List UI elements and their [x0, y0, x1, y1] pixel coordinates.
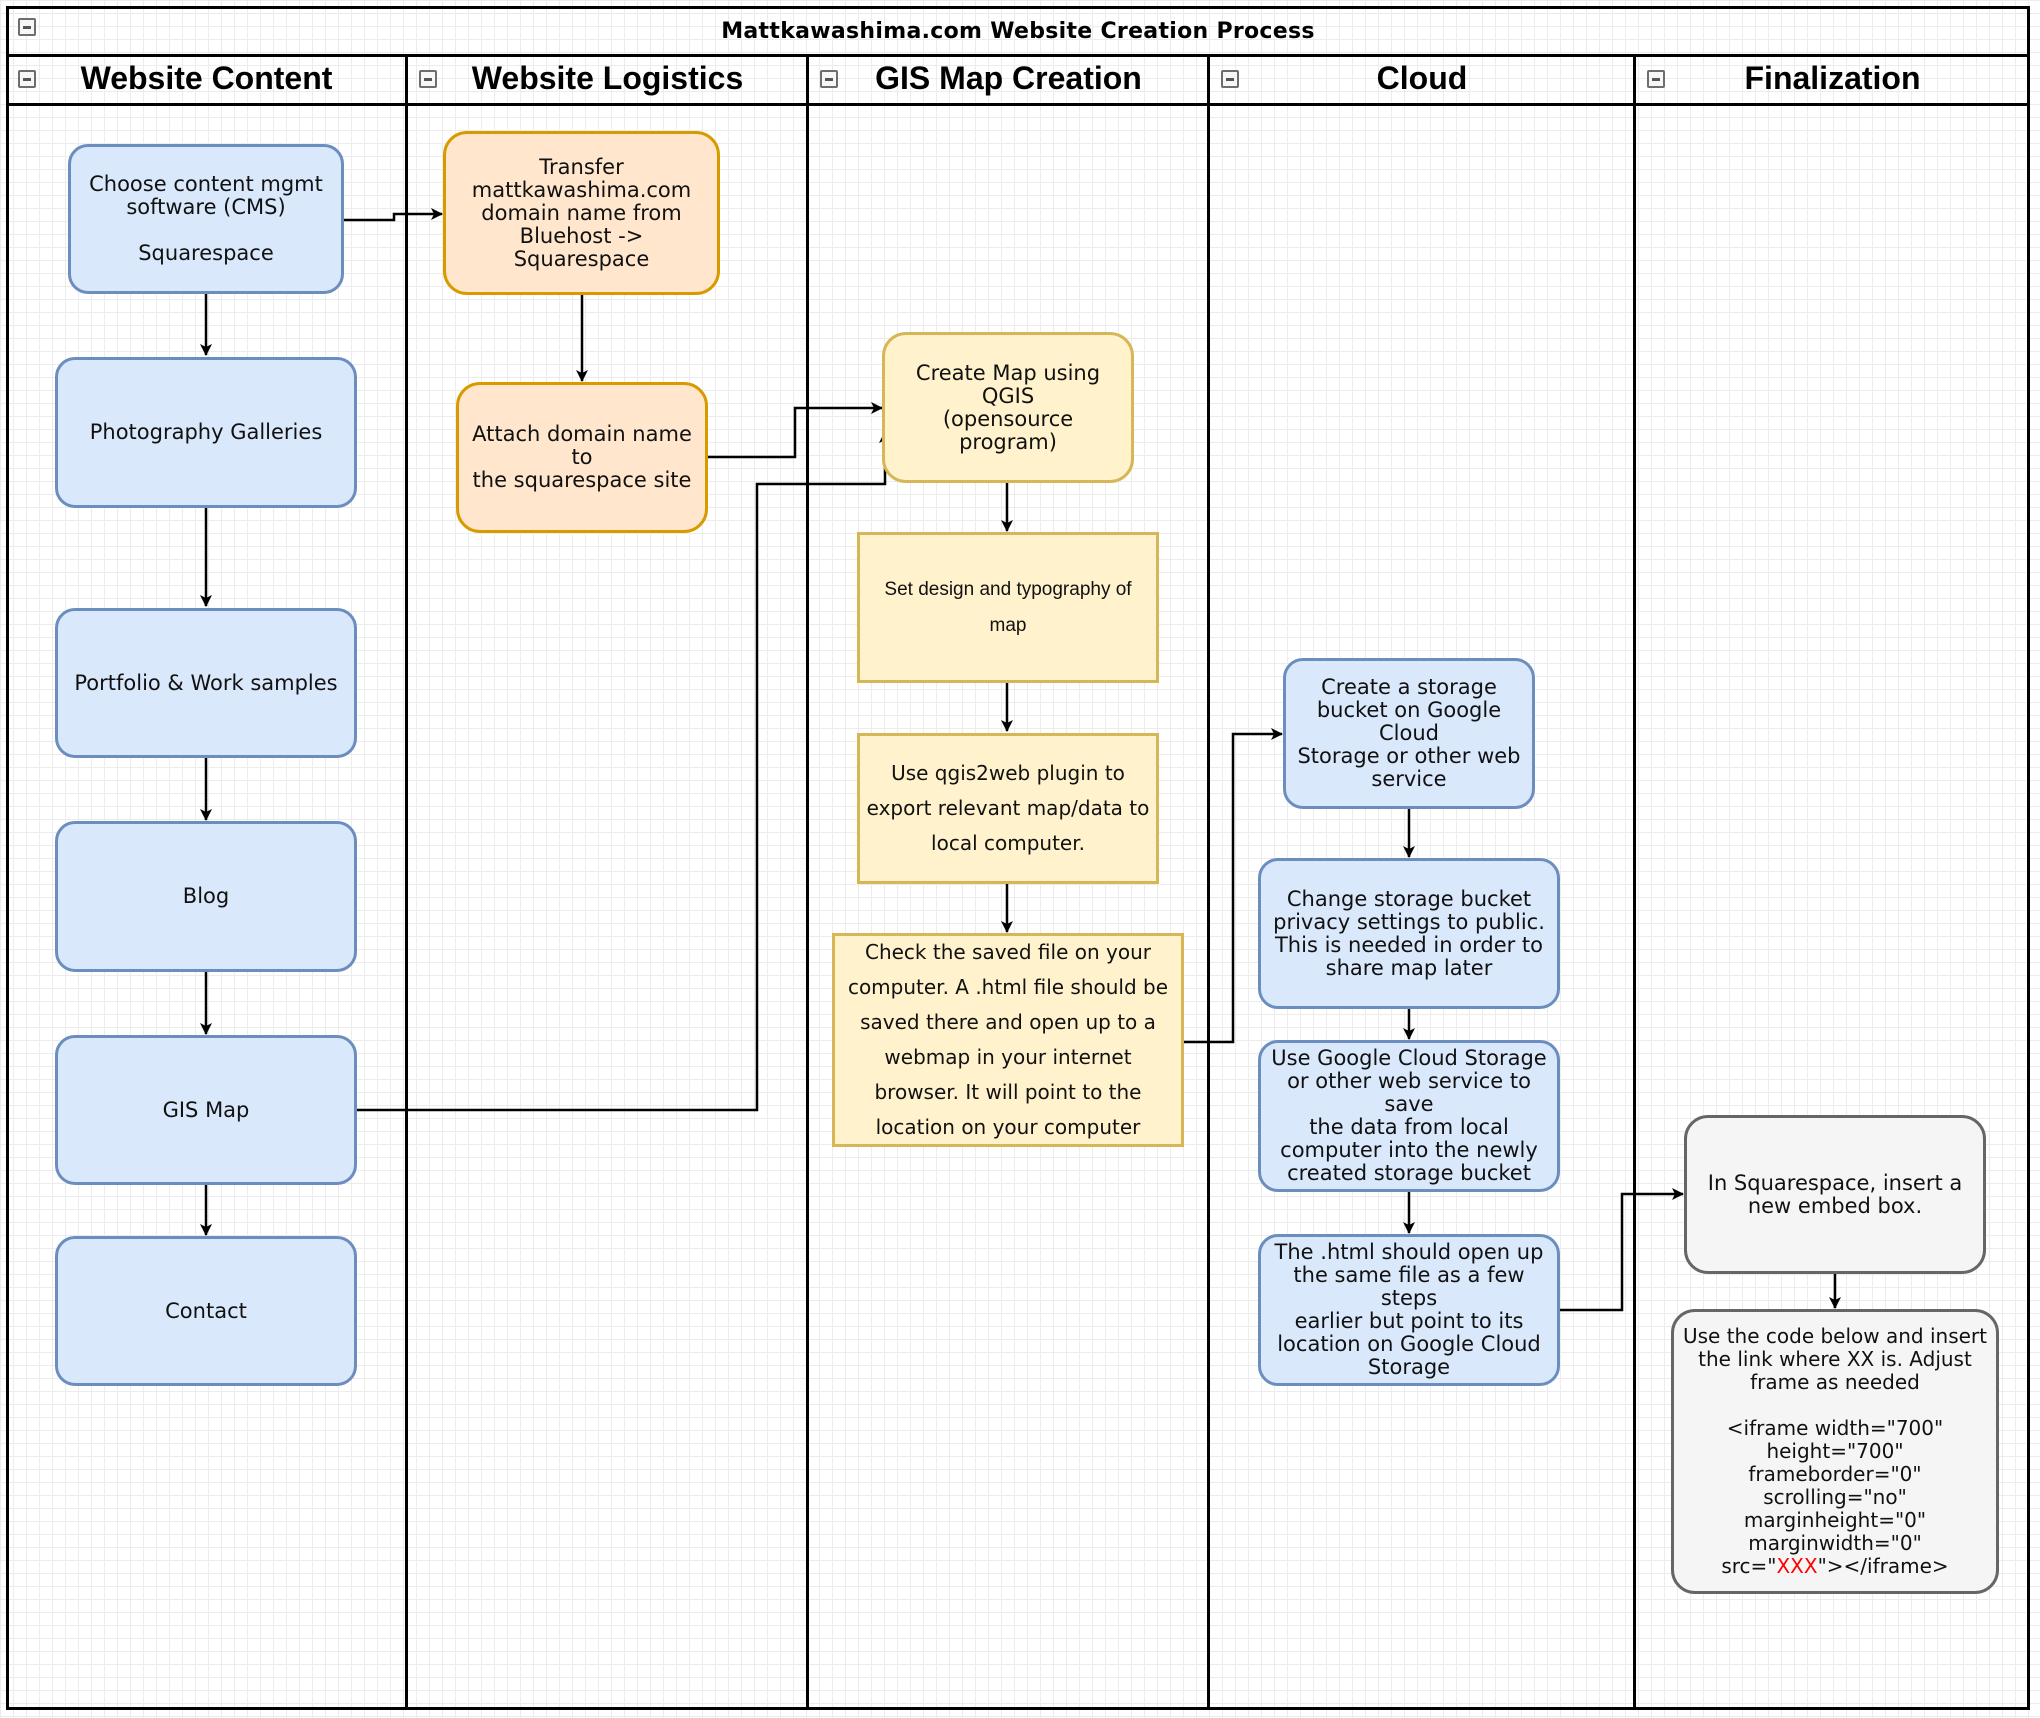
collapse-icon[interactable] [18, 70, 36, 88]
node-photography-galleries[interactable]: Photography Galleries [55, 357, 357, 508]
embed-code-suffix: "></iframe> [1817, 1554, 1949, 1578]
collapse-icon[interactable] [419, 70, 437, 88]
node-check-saved-file[interactable]: Check the saved file on your computer. A… [832, 933, 1184, 1147]
pool-frame [6, 6, 2030, 1710]
pool-title: Mattkawashima.com Website Creation Proce… [721, 18, 1315, 44]
pool-title-divider [6, 54, 2030, 57]
lane-header-website-content: Website Content [6, 54, 407, 106]
lane-header-website-logistics: Website Logistics [407, 54, 808, 106]
edge-gismap-to-createmap [357, 431, 891, 1112]
lane-title: GIS Map Creation [875, 60, 1142, 96]
lane-divider [806, 54, 809, 1710]
edge-attach-to-createmap [706, 402, 883, 459]
node-embed-code[interactable]: Use the code below and insert the link w… [1671, 1309, 1999, 1594]
embed-code-prefix: Use the code below and insert the link w… [1682, 1324, 1987, 1578]
node-insert-embed-box[interactable]: In Squarespace, insert a new embed box. [1684, 1115, 1986, 1274]
embed-code-text: Use the code below and insert the link w… [1683, 1325, 1987, 1578]
node-contact[interactable]: Contact [55, 1236, 357, 1386]
node-transfer-domain[interactable]: Transfer mattkawashima.com domain name f… [443, 131, 720, 295]
node-qgis2web-export[interactable]: Use qgis2web plugin to export relevant m… [857, 733, 1159, 884]
lane-title: Website Content [80, 60, 333, 96]
collapse-icon[interactable] [1647, 70, 1665, 88]
lane-header-finalization: Finalization [1635, 54, 2030, 106]
lane-title: Cloud [1376, 60, 1468, 96]
lane-divider [1633, 54, 1636, 1710]
lane-title: Finalization [1744, 60, 1921, 96]
collapse-icon[interactable] [820, 70, 838, 88]
node-choose-cms[interactable]: Choose content mgmt software (CMS) Squar… [68, 144, 344, 294]
node-attach-domain[interactable]: Attach domain name to the squarespace si… [456, 382, 708, 533]
lane-divider [1207, 54, 1210, 1710]
node-bucket-privacy-settings[interactable]: Change storage bucket privacy settings t… [1258, 858, 1560, 1009]
collapse-icon[interactable] [18, 18, 36, 36]
edge-htmlopen-to-embed [1560, 1188, 1684, 1312]
lane-header-cloud: Cloud [1209, 54, 1635, 106]
lane-divider [405, 54, 408, 1710]
node-blog[interactable]: Blog [55, 821, 357, 972]
node-portfolio-work-samples[interactable]: Portfolio & Work samples [55, 608, 357, 758]
lane-title: Website Logistics [471, 60, 744, 96]
edge-check-to-bucket [1183, 728, 1283, 1044]
collapse-icon[interactable] [1221, 70, 1239, 88]
node-create-storage-bucket[interactable]: Create a storage bucket on Google Cloud … [1283, 658, 1535, 809]
node-create-map-qgis[interactable]: Create Map using QGIS (opensource progra… [882, 332, 1134, 483]
edge-cms-to-transfer [342, 208, 443, 222]
node-set-design-typography[interactable]: Set design and typography of map [857, 532, 1159, 683]
node-gis-map[interactable]: GIS Map [55, 1035, 357, 1185]
lane-header-gis-map-creation: GIS Map Creation [808, 54, 1209, 106]
node-html-opens-from-cloud[interactable]: The .html should open up the same file a… [1258, 1234, 1560, 1386]
node-save-data-to-bucket[interactable]: Use Google Cloud Storage or other web se… [1258, 1040, 1560, 1192]
embed-code-placeholder: XXX [1776, 1554, 1818, 1578]
